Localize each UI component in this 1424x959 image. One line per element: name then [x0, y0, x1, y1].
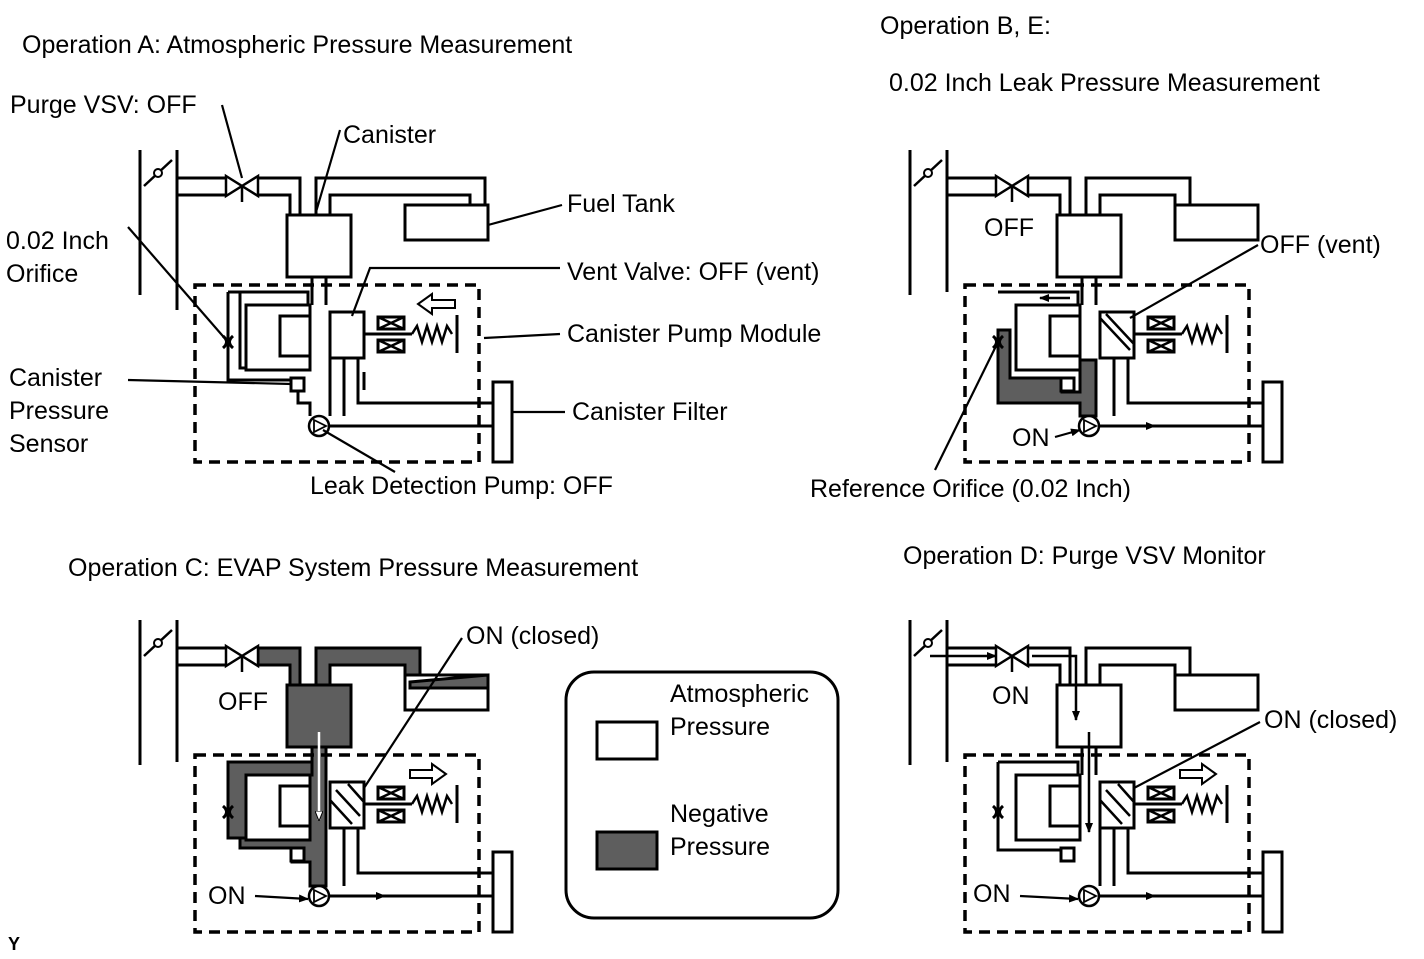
orifice-label-line2: Orifice — [6, 260, 78, 288]
purge-vsv-label: Purge VSV: OFF — [10, 91, 197, 119]
legend-negative-line2: Pressure — [670, 833, 770, 861]
sensor-label-line2: Pressure — [9, 397, 109, 425]
panel-c-title: Operation C: EVAP System Pressure Measur… — [68, 554, 638, 582]
reference-orifice-label: Reference Orifice (0.02 Inch) — [810, 475, 1131, 503]
legend-atmospheric-line2: Pressure — [670, 713, 770, 741]
panel-b-pump-state: ON — [1012, 424, 1050, 452]
leak-pump-label: Leak Detection Pump: OFF — [310, 472, 613, 500]
sensor-label-line3: Sensor — [9, 430, 88, 458]
canister-label: Canister — [343, 121, 436, 149]
panel-c-pump-state: ON — [208, 882, 246, 910]
corner-mark: Y — [8, 934, 20, 954]
vent-valve-label: Vent Valve: OFF (vent) — [567, 258, 819, 286]
panel-d-vsv-state: ON — [992, 682, 1030, 710]
panel-d-title: Operation D: Purge VSV Monitor — [903, 542, 1266, 570]
panel-c-vent-state: ON (closed) — [466, 622, 599, 650]
panel-b-title-line2: 0.02 Inch Leak Pressure Measurement — [889, 69, 1320, 97]
fuel-tank-label: Fuel Tank — [567, 190, 675, 218]
legend-negative-line1: Negative — [670, 800, 769, 828]
legend-negative-swatch — [595, 830, 659, 871]
panel-c-vsv-state: OFF — [218, 688, 268, 716]
legend-atmospheric-line1: Atmospheric — [670, 680, 809, 708]
sensor-label-line1: Canister — [9, 364, 102, 392]
panel-d-pump-state: ON — [973, 880, 1011, 908]
panel-d-diagram: Operation D: Purge VSV Monitor ON ON (cl… — [903, 542, 1397, 934]
panel-c-diagram: Operation C: EVAP System Pressure Measur… — [68, 554, 638, 934]
panel-a-diagram: Operation A: Atmospheric Pressure Measur… — [6, 31, 821, 500]
pump-module-label: Canister Pump Module — [567, 320, 821, 348]
canister — [285, 213, 353, 279]
panel-d-vent-state: ON (closed) — [1264, 706, 1397, 734]
panel-a-title: Operation A: Atmospheric Pressure Measur… — [22, 31, 572, 59]
legend-atmospheric-swatch — [595, 720, 659, 761]
legend-frame — [564, 670, 840, 920]
panel-b-vsv-state: OFF — [984, 214, 1034, 242]
panel-b-diagram: Operation B, E: 0.02 Inch Leak Pressure … — [810, 12, 1381, 503]
panel-b-title-line1: Operation B, E: — [880, 12, 1051, 40]
orifice-label-line1: 0.02 Inch — [6, 227, 109, 255]
canister-filter-label: Canister Filter — [572, 398, 728, 426]
panel-b-vent-state: OFF (vent) — [1260, 231, 1381, 259]
legend: Atmospheric Pressure Negative Pressure — [564, 670, 840, 920]
fuel-tank — [403, 203, 490, 242]
